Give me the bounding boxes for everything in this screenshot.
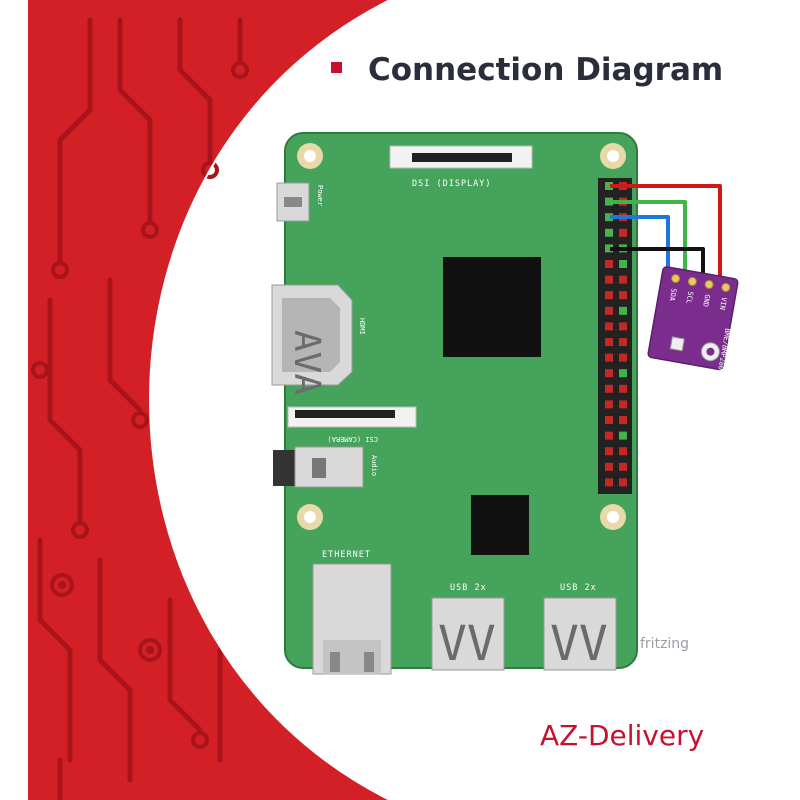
wire-green	[610, 200, 687, 282]
gpio-pin	[605, 306, 613, 315]
fritzing-watermark: fritzing	[640, 636, 689, 652]
ethernet-port: ETHERNET	[312, 550, 392, 675]
gpio-pin	[619, 291, 627, 300]
sensor-pin-sda: SDA	[668, 288, 678, 303]
wire-blue	[610, 215, 670, 282]
gpio-pin	[605, 462, 613, 471]
gpio-pin	[619, 369, 627, 378]
gpio-pin	[605, 244, 613, 253]
ethernet-label: ETHERNET	[322, 550, 371, 560]
gpio-pin	[619, 478, 627, 487]
gpio-pin	[619, 338, 627, 346]
sensor-element	[669, 336, 685, 352]
svg-text:VV: VV	[438, 616, 496, 672]
usb-label-2: USB 2x	[560, 583, 597, 593]
sensor-pin-vin: VIN	[718, 297, 728, 311]
page-title: Connection Diagram	[368, 52, 723, 88]
gpio-pin	[605, 431, 613, 440]
gpio-pin	[605, 228, 613, 237]
gpio-pin	[605, 353, 613, 362]
gpio-pin	[605, 400, 613, 409]
wire-black	[610, 247, 705, 282]
gpio-header	[598, 178, 632, 494]
gpio-pin	[619, 275, 627, 284]
audio-jack: Audio	[273, 446, 378, 488]
sensor-pin-gnd: GND	[701, 294, 711, 308]
gpio-pin	[605, 322, 613, 331]
dsi-label: DSI (DISPLAY)	[412, 179, 492, 189]
gpio-pin	[619, 447, 627, 456]
hdmi-label: HDMI	[358, 318, 366, 335]
gpio-pin	[605, 478, 613, 487]
gpio-pin	[605, 213, 613, 222]
gpio-pin	[619, 353, 627, 362]
svg-text:AVA: AVA	[286, 330, 327, 395]
gpio-pin	[605, 384, 613, 393]
usb-port-2: USB 2x VV	[543, 583, 617, 672]
usb-label-1: USB 2x	[450, 583, 487, 593]
title-block: Connection Diagram	[331, 52, 723, 88]
raspberry-pi-board: DSI (DISPLAY) Power AVA HDMI CSI (CAMERA…	[271, 132, 638, 675]
brand-logo-text: AZ-Delivery	[540, 719, 704, 752]
gpio-pin	[619, 306, 627, 315]
hdmi-connector: AVA HDMI	[271, 284, 366, 395]
usb-controller-chip	[471, 495, 529, 555]
gpio-pin	[619, 384, 627, 393]
mounting-holes	[297, 143, 626, 530]
usb-port-1: USB 2x VV	[431, 583, 505, 672]
gpio-pin	[605, 369, 613, 378]
sensor-pin-scl: SCL	[684, 291, 694, 305]
power-label: Power	[316, 185, 324, 206]
gpio-pin	[619, 416, 627, 424]
dsi-connector: DSI (DISPLAY)	[389, 145, 533, 189]
wire-red	[610, 184, 722, 282]
gpio-pin	[605, 447, 613, 456]
title-bullet	[331, 62, 342, 73]
gpio-pin	[605, 260, 613, 268]
wires	[610, 184, 722, 282]
audio-label: Audio	[370, 455, 378, 476]
gpio-pin	[619, 431, 627, 440]
gpio-pin	[605, 291, 613, 300]
bme280-sensor-module: SDA SCL GND VIN BME/BMP280	[647, 266, 739, 371]
gpio-pin	[619, 462, 627, 471]
gpio-pin	[605, 416, 613, 424]
csi-connector: CSI (CAMERA)	[287, 406, 417, 443]
gpio-pin	[619, 260, 627, 268]
gpio-pin	[619, 322, 627, 331]
svg-text:VV: VV	[550, 616, 608, 672]
gpio-pin	[619, 400, 627, 409]
gpio-pin	[605, 338, 613, 346]
cpu-chip	[443, 257, 541, 357]
gpio-pin	[605, 197, 613, 206]
gpio-pin	[619, 228, 627, 237]
gpio-pin	[605, 182, 613, 190]
gpio-pin	[605, 275, 613, 284]
power-connector: Power	[276, 182, 324, 222]
csi-label: CSI (CAMERA)	[327, 435, 378, 443]
az-delivery-logo: AZ-Delivery	[540, 719, 704, 752]
